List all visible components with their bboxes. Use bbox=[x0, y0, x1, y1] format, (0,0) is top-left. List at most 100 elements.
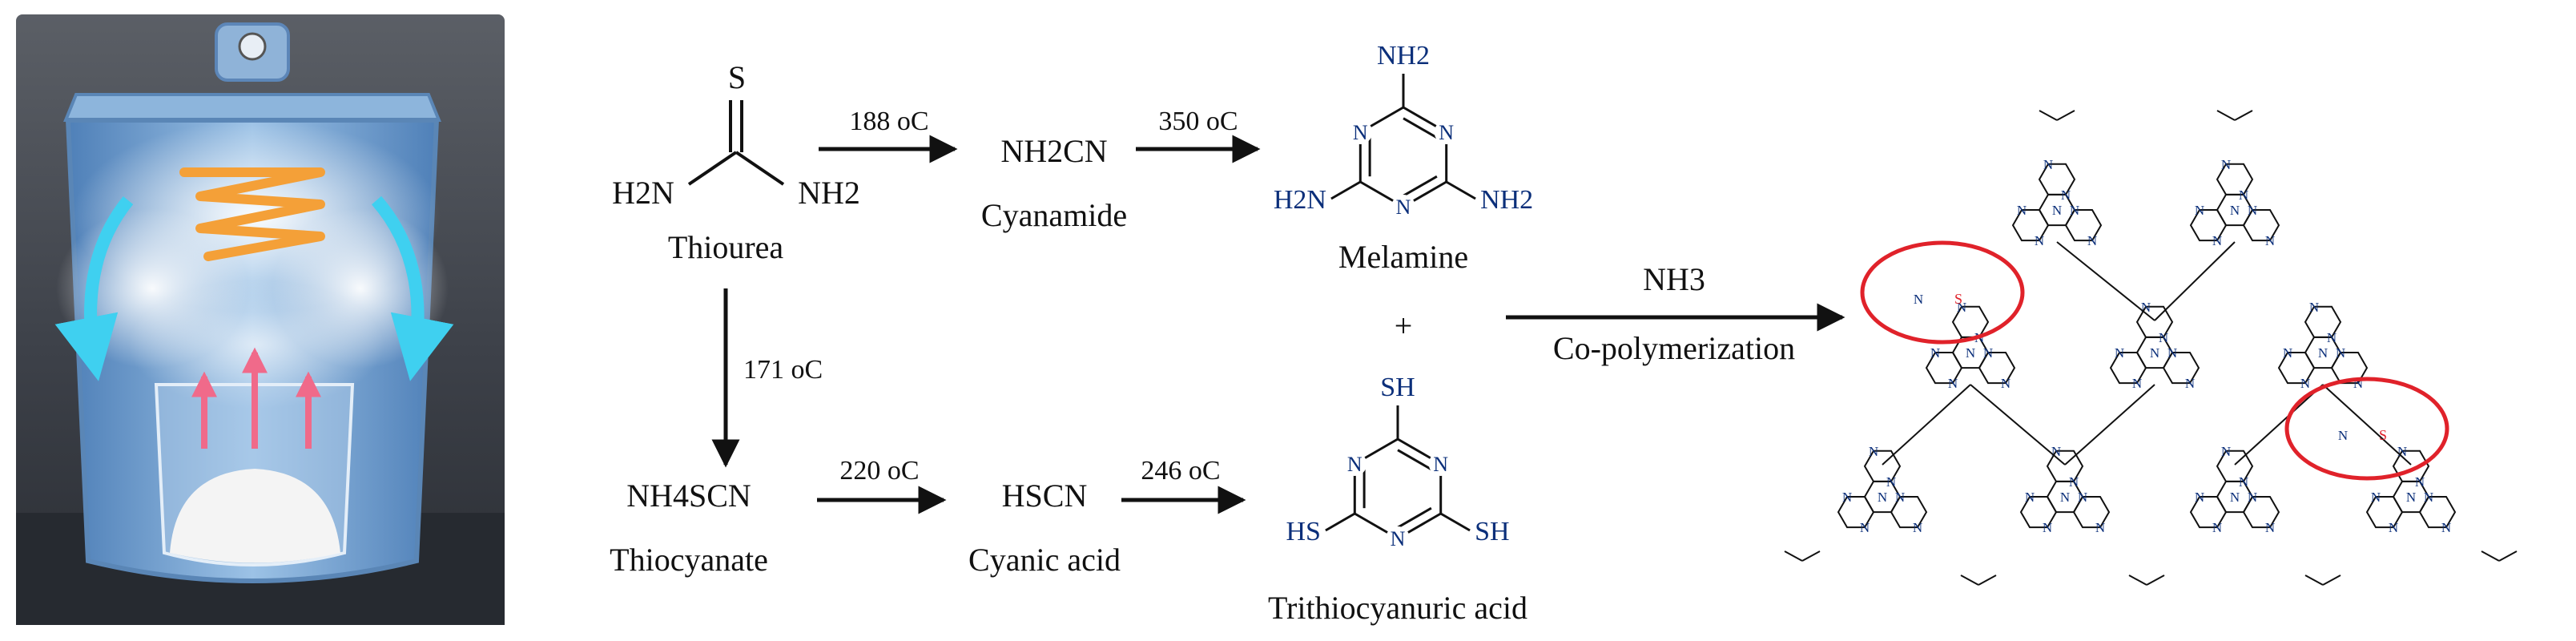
heptazine-ring bbox=[2162, 352, 2200, 385]
network-n-atom: N bbox=[2441, 520, 2451, 535]
network-n-atom: N bbox=[2221, 157, 2231, 172]
terminal-methyl bbox=[2304, 574, 2324, 586]
network-n-atom: N bbox=[1878, 490, 1887, 505]
reagent-nh3: NH3 bbox=[1643, 261, 1705, 297]
terminal-methyl bbox=[2498, 550, 2518, 562]
heptazine-ring bbox=[2109, 352, 2147, 385]
heptazine-ring bbox=[1837, 496, 1875, 529]
network-n-atom: N bbox=[2327, 330, 2337, 345]
sulfur-highlight-circle bbox=[1860, 240, 2025, 345]
network-n-atom: N bbox=[2132, 376, 2142, 391]
melamine-n-mask bbox=[1348, 120, 1373, 144]
trithio-n-mask bbox=[1428, 452, 1453, 476]
heptazine-ring bbox=[2011, 209, 2050, 242]
trithio-substituent-label: SH bbox=[1380, 373, 1415, 402]
heptazine-ring bbox=[2330, 352, 2369, 385]
network-n-atom: N bbox=[2265, 520, 2275, 535]
network-n-atom: N bbox=[2025, 490, 2035, 505]
network-n-atom: N bbox=[2230, 203, 2240, 218]
terminal-methyl bbox=[1978, 574, 1997, 586]
melamine-n-atom: N bbox=[1353, 121, 1368, 144]
terminal-methyl bbox=[1960, 574, 1979, 586]
heptazine-ring bbox=[2304, 305, 2342, 338]
trithio-double-bond bbox=[1397, 506, 1432, 529]
terminal-methyl bbox=[1801, 550, 1821, 562]
heptazine-ring bbox=[2046, 450, 2084, 482]
network-n-atom: N bbox=[2052, 203, 2062, 218]
network-n-atom: N bbox=[1948, 376, 1958, 391]
heptazine-ring bbox=[2038, 163, 2076, 196]
sulfur-dopant-atom: S bbox=[2379, 427, 2387, 443]
network-n-atom: N bbox=[2212, 520, 2222, 535]
network-n-atom: N bbox=[1860, 520, 1870, 535]
melamine-substituent-bond bbox=[1445, 180, 1476, 200]
heptazine-ring bbox=[2064, 209, 2103, 242]
network-n-atom: N bbox=[2239, 474, 2248, 490]
crucible-illustration bbox=[16, 14, 505, 625]
thiourea-structure: S H2N NH2 Thiourea bbox=[612, 59, 860, 265]
melamine-substituent-label: H2N bbox=[1274, 185, 1326, 215]
network-n-atom: N bbox=[2167, 345, 2177, 361]
condition-188: 188 oC bbox=[849, 107, 928, 136]
network-n-atom: N bbox=[2061, 187, 2071, 203]
cyanic-acid-formula: HSCN bbox=[1002, 478, 1088, 514]
network-bridge-bond bbox=[2154, 241, 2236, 321]
cyanic-acid-name: Cyanic acid bbox=[968, 542, 1121, 578]
network-n-atom: N bbox=[2150, 345, 2159, 361]
network-n-atom: N bbox=[2017, 203, 2027, 218]
melamine-substituent-label: NH2 bbox=[1377, 41, 1430, 71]
network-n-atom: N bbox=[2060, 490, 2070, 505]
heptazine-ring bbox=[2189, 496, 2228, 529]
network-n-atom: N bbox=[2070, 203, 2079, 218]
heptazine-ring bbox=[2189, 209, 2228, 242]
thiourea-h2n: H2N bbox=[612, 175, 674, 211]
network-n-atom: N bbox=[2043, 157, 2053, 172]
trithio-substituent-label: HS bbox=[1286, 517, 1320, 546]
network-n-atom: N bbox=[1957, 300, 1966, 315]
melamine-double-bond bbox=[1403, 117, 1438, 139]
heptazine-ring bbox=[2242, 496, 2280, 529]
network-n-atom: N bbox=[2159, 330, 2168, 345]
heptazine-ring bbox=[2392, 450, 2430, 482]
heptazine-ring bbox=[2277, 352, 2316, 385]
terminal-methyl bbox=[2234, 110, 2253, 121]
network-n-atom: N bbox=[2415, 474, 2425, 490]
condition-350: 350 oC bbox=[1158, 107, 1238, 136]
network-n-atom: N bbox=[2371, 490, 2381, 505]
condition-171: 171 oC bbox=[743, 355, 823, 385]
thiocyanate-formula: NH4SCN bbox=[626, 478, 751, 514]
heptazine-ring bbox=[2135, 305, 2174, 338]
trithio-n-mask bbox=[1386, 526, 1410, 550]
network-bridge-bond bbox=[2064, 384, 2155, 466]
network-n-atom: N bbox=[1886, 474, 1896, 490]
heptazine-ring bbox=[1925, 352, 1963, 385]
thiocyanate-name: Thiocyanate bbox=[610, 542, 768, 578]
condition-246: 246 oC bbox=[1141, 456, 1220, 486]
network-n-atom: N bbox=[2389, 520, 2398, 535]
network-n-atom: N bbox=[2283, 345, 2292, 361]
network-n-atom: N bbox=[1869, 444, 1878, 459]
heptazine-ring bbox=[1890, 496, 1928, 529]
network-n-atom: N bbox=[2069, 474, 2079, 490]
network-n-atom: N bbox=[2001, 376, 2010, 391]
network-n-atom: N bbox=[1930, 345, 1940, 361]
melamine-substituent-label: NH2 bbox=[1480, 185, 1533, 215]
network-n-atom: N bbox=[2309, 300, 2319, 315]
trithio-n-atom: N bbox=[1391, 527, 1406, 550]
terminal-methyl bbox=[2128, 574, 2147, 586]
melamine-n-atom: N bbox=[1439, 121, 1454, 144]
network-n-atom: N bbox=[1914, 292, 1923, 307]
terminal-methyl bbox=[2039, 110, 2058, 121]
network-n-atom: N bbox=[2115, 345, 2124, 361]
plus-sign: + bbox=[1395, 308, 1413, 344]
network-n-atom: N bbox=[2195, 203, 2204, 218]
network-n-atom: N bbox=[2336, 345, 2345, 361]
trithiocyanuric-name: Trithiocyanuric acid bbox=[1268, 590, 1527, 626]
cyanamide-name: Cyanamide bbox=[981, 197, 1127, 233]
network-bridge-bond bbox=[2234, 384, 2324, 466]
melamine-n-atom: N bbox=[1396, 196, 1411, 219]
network-n-atom: N bbox=[1895, 490, 1905, 505]
trithio-double-bond bbox=[1397, 449, 1432, 471]
